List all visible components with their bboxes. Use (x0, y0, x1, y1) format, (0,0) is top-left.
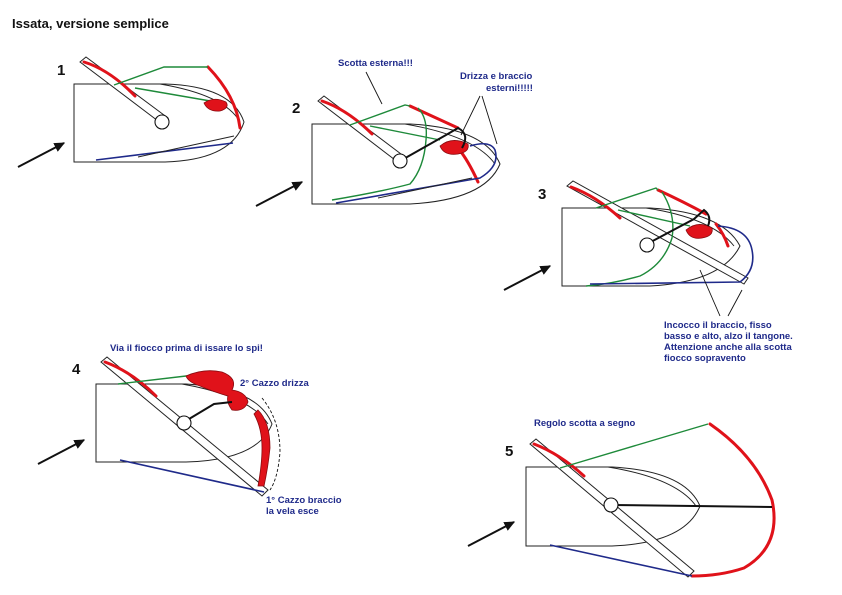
step-4-guy-blue (119, 459, 265, 493)
step-2-diagram: 2 Scotta esterna!!! Drizza e braccio est… (255, 58, 533, 207)
step-3-number: 3 (538, 186, 546, 203)
step-3-sheet-green-3 (585, 191, 674, 287)
step-4-luff-red (103, 360, 158, 398)
step-2-deck-line (404, 123, 496, 165)
step-4-mast (176, 415, 192, 431)
cazzo-braccio-label-line2: la vela esce (266, 506, 319, 517)
step-3-sheet-green-2 (617, 209, 691, 227)
step-3-mast (639, 237, 655, 253)
step-2-guy-blue (335, 142, 497, 204)
step-5-sheet-green (559, 423, 709, 469)
step-3-luff-red (569, 185, 622, 220)
step-2-halyard-black (399, 126, 467, 162)
step-4-number: 4 (72, 361, 81, 378)
step-5-number: 5 (505, 443, 513, 460)
step-3-sail-bag (685, 224, 713, 239)
incocco-label-line2: basso e alto, alzo il tangone. (664, 331, 793, 342)
step-3-deck-line (645, 207, 735, 247)
step-1-number: 1 (57, 62, 65, 79)
step-5-wind-arrow (467, 521, 516, 547)
step-5-guy-blue (549, 544, 693, 577)
via-fiocco-label: Via il fiocco prima di issare lo spi! (110, 343, 263, 354)
cazzo-drizza-label: 2° Cazzo drizza (240, 378, 309, 389)
step-1-wind-arrow (17, 142, 66, 168)
step-4-spinnaker-leech (253, 409, 271, 487)
step-3-diagram: 3 Incocco il braccio, fisso basso e alto… (503, 180, 793, 364)
step-2-sheet-green-3 (331, 107, 428, 201)
step-3-halyard-black (646, 208, 711, 245)
step-2-sheet-green (349, 104, 411, 126)
drizza-label-line2: esterni!!!!! (486, 83, 533, 94)
step-4-halyard-black (183, 401, 233, 423)
step-2-wind-arrow (255, 181, 304, 207)
step-1-boom (137, 135, 235, 158)
step-5-mast (603, 497, 619, 513)
step-1-diagram: 1 (17, 56, 245, 168)
step-2-boom (377, 177, 473, 199)
step-5-diagram: 5 Regolo scotta a segno (467, 418, 776, 578)
drizza-label-line1: Drizza e braccio (460, 71, 533, 82)
scotta-esterna-label: Scotta esterna!!! (338, 58, 413, 69)
scotta-esterna-pointer (365, 71, 383, 105)
step-1-leech-red (206, 65, 242, 130)
step-5-sheet-black (611, 504, 773, 508)
step-2-number: 2 (292, 100, 300, 117)
incocco-label-line3: Attenzione anche alla scotta (664, 342, 792, 353)
step-2-luff-red (320, 99, 374, 136)
step-3-wind-arrow (503, 265, 552, 291)
step-4-spinnaker-bundle (185, 370, 249, 411)
drizza-pointer-1 (460, 95, 481, 136)
step-3-guy-blue (589, 225, 754, 285)
step-5-spinnaker-red (690, 422, 776, 578)
step-4-diagram: 4 Via il fiocco prima di issare lo spi! … (37, 343, 342, 517)
incocco-pointer-2 (727, 289, 743, 317)
incocco-label-line1: Incocco il braccio, fisso (664, 320, 772, 331)
step-1-sheet-green-2 (134, 87, 223, 104)
step-3-sheet-green (595, 187, 659, 209)
step-3-spinnaker-pole (566, 180, 749, 285)
step-1-mast (154, 114, 170, 130)
step-2-sheet-green-2 (369, 125, 441, 141)
step-3-foot-red (714, 222, 730, 248)
step-4-wind-arrow (37, 439, 86, 465)
step-2-mast (392, 153, 408, 169)
cazzo-braccio-label-line1: 1° Cazzo braccio (266, 495, 342, 506)
step-1-luff-red (82, 60, 137, 98)
step-5-deck-line (607, 466, 697, 507)
step-2-sail-bag (439, 140, 469, 155)
step-1-sheet-green (113, 66, 208, 86)
incocco-pointer-1 (699, 269, 721, 317)
regolo-label: Regolo scotta a segno (534, 418, 636, 429)
step-5-luff-red (532, 442, 586, 478)
page-title: Issata, versione semplice (12, 16, 169, 31)
step-1-sail-bag (203, 98, 228, 112)
step-4-dashed-path (261, 397, 281, 491)
step-2-leech-red (408, 104, 460, 130)
drizza-pointer-2 (481, 95, 498, 145)
incocco-label-line4: fiocco sopravento (664, 353, 746, 364)
